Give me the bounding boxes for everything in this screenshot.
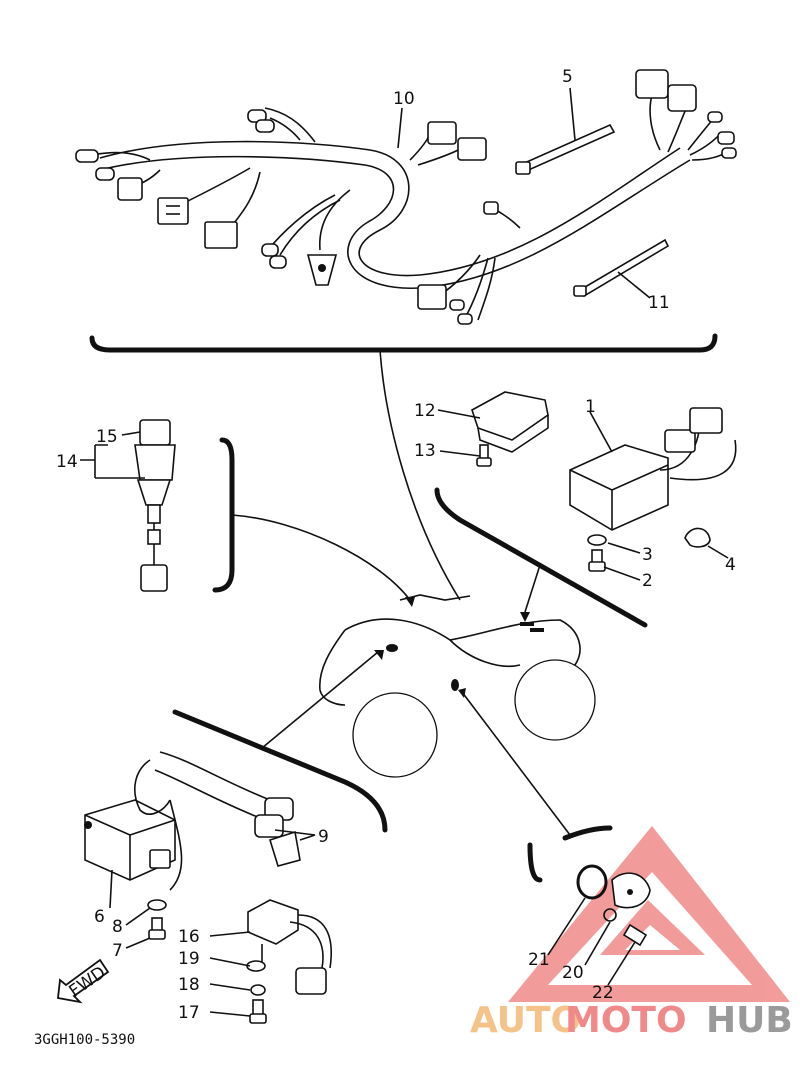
cable-tie-11 <box>573 238 670 298</box>
section-bracket-right <box>434 487 648 628</box>
leader-switch <box>231 514 411 601</box>
harness-connectors <box>75 69 737 325</box>
label-6: 6 <box>94 907 105 927</box>
label-20: 20 <box>562 963 584 983</box>
bolt-7 <box>148 917 166 940</box>
label-10: 10 <box>393 89 415 109</box>
label-9: 9 <box>318 827 329 847</box>
leader-sensor <box>461 691 571 836</box>
bolt-13 <box>476 444 492 467</box>
cdi-unit-1 <box>569 407 737 531</box>
label-15: 15 <box>96 427 118 447</box>
label-5: 5 <box>562 67 573 87</box>
spark-plug-lead-9 <box>134 751 301 891</box>
section-bracket-sensor <box>527 842 543 883</box>
label-2: 2 <box>642 571 653 591</box>
part-labels: 10 5 11 12 13 1 3 2 4 15 14 9 6 8 7 16 1… <box>56 67 736 1023</box>
label-18: 18 <box>178 975 200 995</box>
label-17: 17 <box>178 1003 200 1023</box>
watermark-auto: AUTO <box>470 1000 581 1041</box>
washer-3 <box>587 534 607 546</box>
section-bracket-upper <box>89 333 718 353</box>
label-3: 3 <box>642 545 653 565</box>
label-21: 21 <box>528 950 550 970</box>
label-1: 1 <box>585 397 596 417</box>
washer-18 <box>250 984 266 996</box>
screw-17 <box>249 999 267 1024</box>
main-switch-14 <box>134 419 176 592</box>
leader-harness-to-vehicle <box>379 349 461 601</box>
label-19: 19 <box>178 949 200 969</box>
label-7: 7 <box>112 941 123 961</box>
leader-coil <box>261 651 379 749</box>
diagram-code: 3GGH100-5390 <box>34 1032 135 1048</box>
bolt-22 <box>622 923 648 947</box>
label-8: 8 <box>112 917 123 937</box>
bolt-2 <box>588 549 606 572</box>
label-11: 11 <box>648 293 670 313</box>
label-12: 12 <box>414 401 436 421</box>
watermark-triangle <box>508 826 790 1002</box>
section-bracket-sensor-top <box>562 825 613 841</box>
watermark-text: AUTO MOTO HUB <box>470 1000 793 1041</box>
vehicle-outline <box>319 594 596 778</box>
clamp-4 <box>684 527 711 548</box>
section-bracket-left <box>212 437 235 593</box>
label-16: 16 <box>178 927 200 947</box>
label-leaders <box>80 87 729 1017</box>
fwd-arrow-icon <box>57 958 110 1004</box>
watermark-moto: MOTO <box>565 1000 687 1041</box>
leader-cdi <box>524 564 541 613</box>
relay-16 <box>247 899 332 995</box>
label-4: 4 <box>725 555 736 575</box>
o-ring-21 <box>576 864 608 900</box>
sensor-20 <box>603 872 651 922</box>
section-bracket-coil <box>172 709 388 833</box>
label-13: 13 <box>414 441 436 461</box>
label-22: 22 <box>592 983 614 1003</box>
ignition-coil-6 <box>84 799 176 881</box>
washer-8 <box>147 899 167 911</box>
watermark-hub: HUB <box>706 1000 793 1041</box>
rectifier-12 <box>471 391 549 453</box>
label-14: 14 <box>56 452 78 472</box>
cable-tie-5 <box>515 123 616 175</box>
